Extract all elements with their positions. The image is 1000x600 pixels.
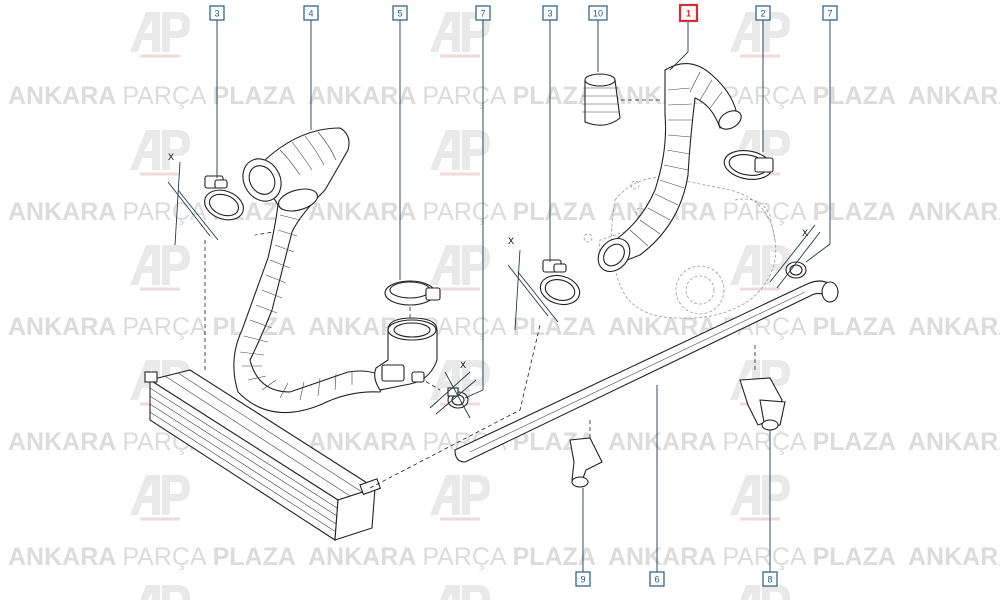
clamp-part-3-middle	[539, 259, 581, 306]
callout-leader-lines	[216, 19, 831, 573]
callout-7-right: 7	[822, 5, 838, 21]
callout-label: 4	[308, 9, 313, 19]
callout-1-highlighted: 1	[678, 3, 699, 23]
callout-7-left: 7	[475, 5, 491, 21]
watermark-row: ANKARA	[908, 198, 1000, 226]
callout-label: 8	[767, 575, 772, 585]
callout-9: 9	[575, 571, 591, 587]
hose-part-4	[233, 127, 386, 414]
clamp-part-5	[384, 280, 441, 306]
dimension-label: X	[802, 228, 808, 238]
callout-label: 5	[397, 9, 402, 19]
connector-sleeve	[374, 317, 438, 391]
dimension-label: X	[508, 236, 514, 246]
ap-logo-icon	[728, 473, 792, 521]
ap-logo-icon	[428, 243, 492, 291]
callout-label: 1	[686, 9, 691, 19]
bracket-part-8	[739, 377, 786, 431]
callout-label: 3	[214, 9, 219, 19]
callout-label: 9	[580, 575, 585, 585]
ap-logo-icon	[128, 473, 192, 521]
callout-3-top-left: 3	[209, 5, 225, 21]
callout-8: 8	[762, 571, 778, 587]
dimension-label: X	[460, 360, 466, 370]
ap-logo-icon	[128, 128, 192, 176]
clamp-part-2	[723, 150, 774, 180]
callout-3-top-middle: 3	[542, 5, 558, 21]
ap-logo-icon	[428, 583, 492, 600]
clamp-part-3-left	[204, 175, 244, 221]
callout-label: 2	[760, 9, 765, 19]
watermark-row: ANKARA	[908, 313, 1000, 341]
dimension-label: X	[168, 152, 174, 162]
dimension-x-left: X	[167, 152, 219, 246]
callout-10: 10	[588, 5, 608, 21]
callout-2: 2	[755, 5, 771, 21]
dimension-x-right: X	[769, 224, 821, 289]
callout-label: 7	[480, 9, 485, 19]
callout-label: 10	[593, 9, 603, 19]
callout-4: 4	[303, 5, 319, 21]
dimension-x-middle: X	[507, 236, 559, 331]
ap-logo-icon	[128, 10, 192, 58]
callout-label: 6	[654, 575, 659, 585]
ap-logo-icon	[428, 128, 492, 176]
watermark-row: ANKARA	[908, 82, 1000, 110]
hose-part-1	[597, 63, 742, 273]
watermark-row: ANKARA	[908, 428, 1000, 456]
ap-logo-icon	[728, 583, 792, 600]
bracket-part-9	[569, 437, 603, 488]
pipe-part-6	[454, 280, 839, 463]
ap-logo-icon	[128, 583, 192, 600]
turbocharger-outline	[583, 177, 777, 319]
callout-label: 7	[827, 9, 832, 19]
clamp-part-7-right	[785, 261, 807, 279]
bellows-part-10	[582, 73, 621, 126]
callout-label: 3	[547, 9, 552, 19]
dimension-x-middle-left: X	[429, 360, 477, 419]
watermark-row: ANKARA	[908, 543, 1000, 571]
callout-5: 5	[392, 5, 408, 21]
intercooler	[144, 369, 382, 541]
ap-logo-icon	[128, 243, 192, 291]
ap-logo-icon	[428, 473, 492, 521]
callout-6: 6	[649, 571, 665, 587]
